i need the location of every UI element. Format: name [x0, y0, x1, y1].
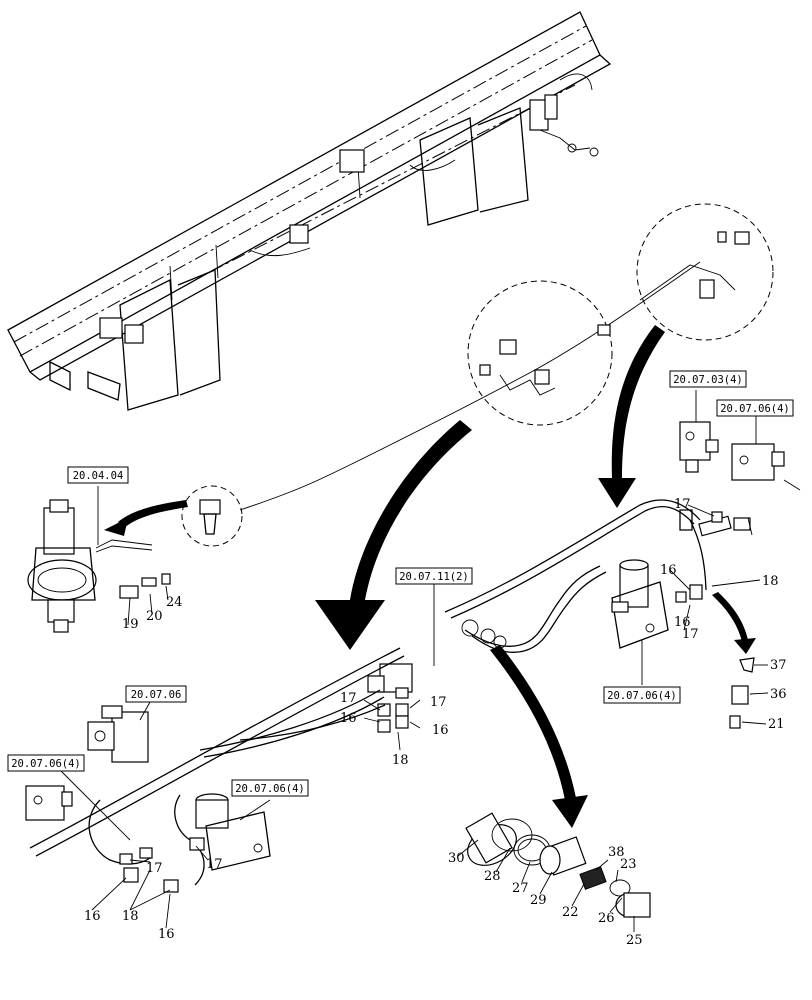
svg-text:20.07.06(4): 20.07.06(4): [607, 690, 677, 702]
center-valve: [367, 663, 413, 733]
ref-box-20-07-03-4: 20.07.03(4): [669, 370, 747, 388]
callout-16: 16: [84, 909, 101, 924]
callout-29: 29: [530, 893, 547, 908]
callout-37: 37: [770, 658, 787, 673]
callout-30: 30: [448, 851, 465, 866]
callout-17: 17: [682, 627, 699, 642]
callout-26: 26: [598, 911, 615, 926]
detail-circle-right: [636, 203, 774, 341]
detail-circle-left: [181, 485, 243, 547]
detail-circle-center: [467, 280, 613, 426]
callout-18: 18: [392, 753, 409, 768]
ref-box-20-07-06-4-a: 20.07.06(4): [716, 399, 794, 417]
leader-lines: [59, 390, 769, 932]
callout-17: 17: [430, 695, 447, 710]
ref-box-20-07-06: 20.07.06: [125, 685, 187, 703]
svg-text:20.07.06(4): 20.07.06(4): [720, 403, 790, 415]
callout-16: 16: [432, 723, 449, 738]
callout-16: 16: [660, 563, 677, 578]
callout-17: 17: [146, 861, 163, 876]
callout-numbers: 19 20 24 17 16 18 16 17 37 36 21 17 16 1…: [84, 497, 787, 948]
ref-box-20-07-06-4-d: 20.07.06(4): [603, 686, 681, 704]
svg-text:20.07.03(4): 20.07.03(4): [673, 374, 743, 386]
callout-23: 23: [620, 857, 637, 872]
callout-20: 20: [146, 609, 163, 624]
svg-text:20.07.06: 20.07.06: [131, 689, 182, 701]
arrows: [104, 325, 756, 828]
valve-group-right: [679, 421, 801, 491]
callout-16: 16: [158, 927, 175, 942]
callout-17: 17: [340, 691, 357, 706]
callout-28: 28: [484, 869, 501, 884]
ref-box-20-07-06-4-b: 20.07.06(4): [7, 754, 85, 772]
ref-box-20-04-04: 20.04.04: [67, 466, 129, 484]
ref-box-20-07-06-4-c: 20.07.06(4): [231, 779, 309, 797]
boom-frame: [7, 11, 612, 411]
rotary-actuator: [27, 499, 171, 633]
callout-16: 16: [674, 615, 691, 630]
svg-text:20.04.04: 20.04.04: [73, 470, 124, 482]
callout-17: 17: [206, 857, 223, 872]
svg-text:20.07.06(4): 20.07.06(4): [11, 758, 81, 770]
svg-text:20.07.11(2): 20.07.11(2): [399, 571, 469, 583]
callout-36: 36: [770, 687, 787, 702]
hose-assembly-left: [25, 647, 405, 893]
callout-25: 25: [626, 933, 643, 948]
callout-21: 21: [768, 717, 785, 732]
callout-16: 16: [340, 711, 357, 726]
fitting-exploded: [465, 812, 651, 918]
callout-27: 27: [512, 881, 529, 896]
ref-box-20-07-11-2: 20.07.11(2): [395, 567, 473, 585]
hose-assembly-right: [444, 499, 755, 729]
callout-18: 18: [122, 909, 139, 924]
callout-17: 17: [674, 497, 691, 512]
callout-38: 38: [608, 845, 625, 860]
callout-24: 24: [166, 595, 183, 610]
callout-19: 19: [122, 617, 139, 632]
svg-text:20.07.06(4): 20.07.06(4): [235, 783, 305, 795]
callout-22: 22: [562, 905, 579, 920]
callout-18: 18: [762, 574, 779, 589]
